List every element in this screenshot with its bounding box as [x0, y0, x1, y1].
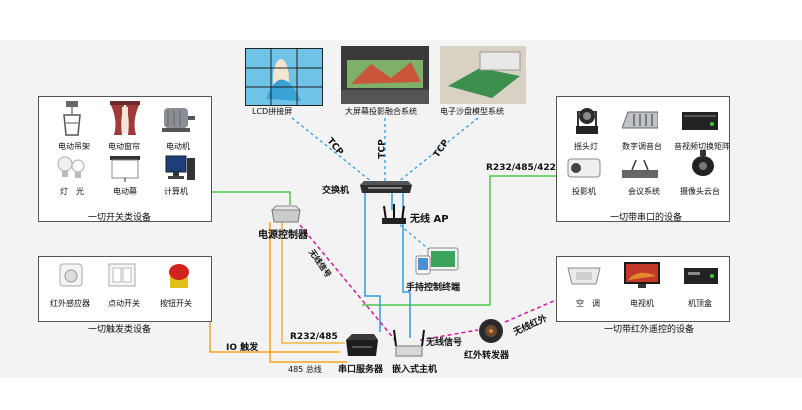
ir-devices-box [556, 256, 730, 322]
moving-head-light-icon [572, 102, 602, 140]
air-conditioner-label: 空 调 [576, 299, 600, 308]
computer-label: 计算机 [164, 187, 188, 196]
av-matrix-label: 音视频切换矩阵 [674, 142, 730, 151]
ap-handheld-line [399, 224, 433, 253]
lcd-splice-screen-label: LCD拼接屏 [252, 107, 293, 116]
serial-server-icon [344, 332, 380, 362]
embedded-host-label: 嵌入式主机 [392, 365, 438, 375]
sand-table-image [440, 46, 526, 104]
handheld-terminal-label: 手持控制终端 [406, 283, 461, 293]
air-conditioner-icon [566, 262, 602, 292]
switch-label: 交换机 [322, 186, 350, 196]
light-label: 灯 光 [60, 187, 84, 196]
ir-transmitter-label: 红外转发器 [464, 351, 510, 361]
serial-devices-title: 一切带串口的设备 [610, 213, 683, 223]
conference-system-icon [622, 158, 658, 184]
projector-label: 投影机 [572, 187, 596, 196]
av-matrix-icon [682, 110, 718, 136]
light-bulb-icon [56, 154, 86, 188]
orange-line-io [209, 320, 340, 353]
ptz-camera-label: 摄像头云台 [680, 187, 720, 196]
serial-server-label: 串口服务器 [338, 365, 384, 375]
projection-fusion-label: 大屏幕投影融合系统 [345, 107, 417, 116]
blue-line-switch-server [364, 192, 381, 332]
wireless-ap-label: 无线 AP [410, 214, 449, 225]
infrared-sensor-label: 红外感应器 [50, 299, 90, 308]
trigger-devices-title: 一切触发类设备 [88, 325, 152, 335]
projection-fusion-image [341, 46, 429, 104]
sand-table-label: 电子沙盘模型系统 [440, 107, 504, 116]
momentary-switch-label: 点动开关 [108, 299, 140, 308]
ir-devices-title: 一切带红外遥控的设备 [604, 325, 695, 335]
power-controller-label: 电源控制器 [258, 230, 308, 241]
conference-system-label: 会议系统 [628, 187, 660, 196]
push-button-switch-label: 按钮开关 [160, 299, 192, 308]
infrared-sensor-icon [58, 262, 84, 292]
motorized-curtain-icon [110, 101, 140, 141]
blue-line-switch-host [402, 192, 411, 338]
electric-motor-label: 电动机 [166, 142, 190, 151]
wireless-line-power-host [299, 224, 396, 341]
network-switch-icon [358, 180, 414, 199]
tcp-label-middle: TCP [377, 139, 388, 159]
tv-icon [624, 262, 660, 294]
r232-485-label: R232/485 [290, 332, 338, 342]
wireless-line-host-ir [419, 329, 479, 341]
ir-transmitter-icon [478, 318, 504, 348]
green-line-left [210, 191, 291, 205]
power-controller-icon [270, 204, 302, 228]
set-top-box-label: 机顶盒 [688, 299, 712, 308]
tv-label: 电视机 [630, 299, 654, 308]
io-trigger-label: IO 触发 [226, 343, 259, 353]
momentary-switch-icon [108, 262, 136, 292]
lcd-splice-screen-image [245, 48, 323, 106]
bus-485-label: 485 总线 [288, 365, 322, 374]
motorized-hanger-label: 电动吊架 [58, 142, 90, 151]
push-button-switch-icon [166, 260, 192, 294]
electric-motor-icon [160, 104, 196, 138]
switch-devices-title: 一切开关类设备 [88, 213, 152, 223]
motorized-hanger-icon [60, 101, 84, 141]
ptz-camera-icon [690, 150, 716, 184]
orange-line-485 [281, 222, 345, 344]
audio-mixer-label: 数字调音台 [622, 142, 662, 151]
projection-screen-icon [110, 156, 140, 186]
set-top-box-icon [684, 266, 720, 290]
embedded-host-icon [392, 328, 426, 362]
orange-line-power [269, 222, 347, 363]
wireless-ap-icon [380, 204, 408, 230]
moving-head-light-label: 摇头灯 [574, 142, 598, 151]
green-line-right [362, 175, 556, 306]
wireless-signal-label-2: 无线信号 [426, 338, 463, 348]
projector-icon [566, 155, 602, 185]
motorized-curtain-label: 电动窗帘 [108, 142, 140, 151]
tcp-line-right [397, 117, 479, 183]
electric-screen-label: 电动幕 [113, 187, 137, 196]
r232-485-422-label: R232/485/422 [486, 163, 556, 173]
handheld-terminal-icon [414, 246, 462, 280]
audio-mixer-icon [621, 108, 659, 136]
computer-icon [164, 154, 196, 188]
wireless-ir-line [504, 299, 557, 323]
tcp-line-left [291, 117, 373, 183]
